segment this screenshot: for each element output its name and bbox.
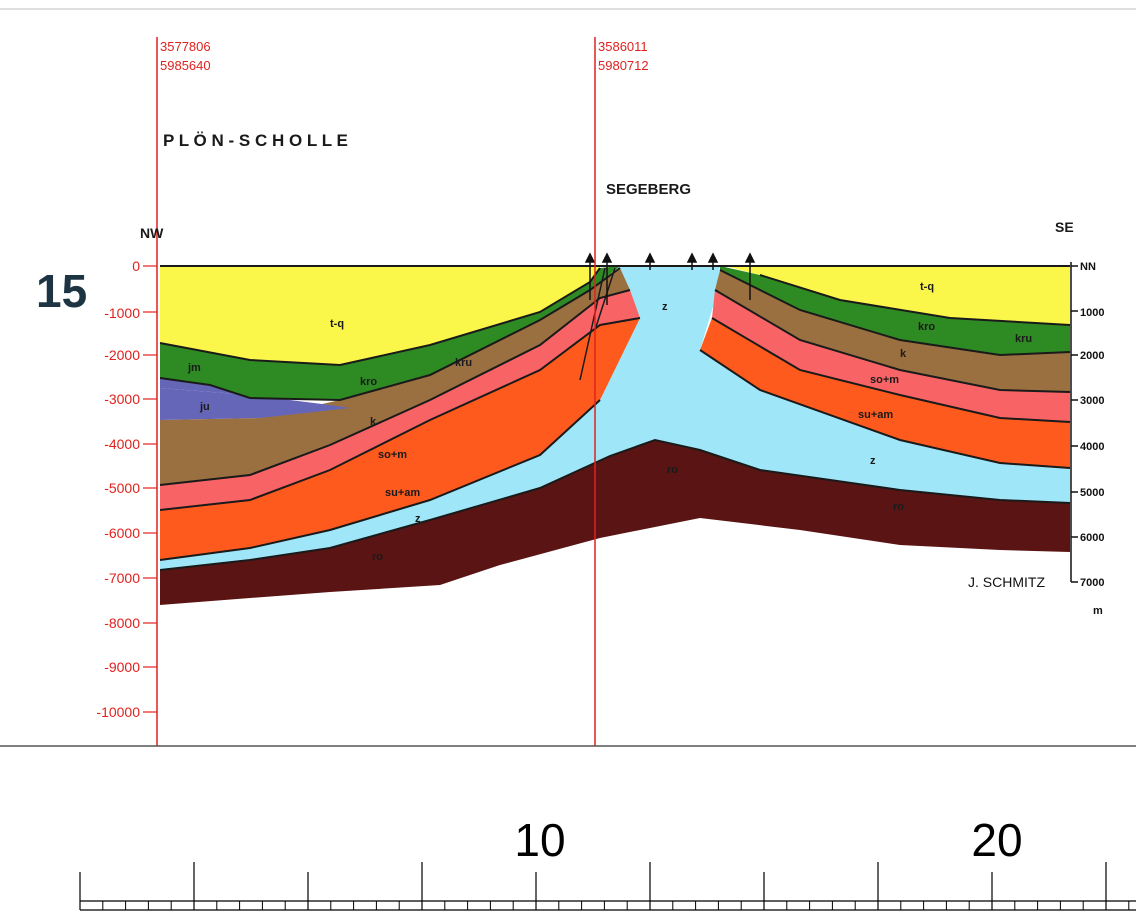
right-axis-label: 2000 bbox=[1080, 350, 1104, 362]
author-credit: J. SCHMITZ bbox=[968, 574, 1045, 590]
depth-label: 0 bbox=[132, 258, 140, 274]
layer-label-ro-right: ro bbox=[893, 501, 904, 513]
layer-label-som-left: so+m bbox=[378, 449, 407, 461]
left-depth-axis: 0 -1000 -2000 -3000 -4000 -5000 -6000 -7… bbox=[96, 258, 157, 720]
layer-label-z-top: z bbox=[662, 301, 668, 313]
layer-label-k-right: k bbox=[900, 348, 907, 360]
layer-label-suam-right: su+am bbox=[858, 409, 893, 421]
layer-label-z-right: z bbox=[870, 455, 876, 467]
orientation-right: SE bbox=[1055, 219, 1074, 235]
layer-label-ro-center: ro bbox=[667, 464, 678, 476]
layer-label-som-right: so+m bbox=[870, 374, 899, 386]
right-depth-axis: NN 1000 2000 3000 4000 5000 6000 7000 m bbox=[1070, 261, 1104, 617]
layer-boundaries bbox=[159, 265, 1071, 571]
layer-tq bbox=[160, 266, 1070, 365]
section-title: P L Ö N - S C H O L L E bbox=[163, 131, 348, 150]
depth-label: -3000 bbox=[104, 391, 140, 407]
depth-label: -1000 bbox=[104, 305, 140, 321]
right-axis-label: 4000 bbox=[1080, 441, 1104, 453]
orientation-left: NW bbox=[140, 225, 164, 241]
depth-label: -4000 bbox=[104, 436, 140, 452]
layer-label-tq-left: t-q bbox=[330, 318, 344, 330]
depth-label: -10000 bbox=[96, 704, 140, 720]
layer-su-am bbox=[160, 318, 1070, 560]
km-scale-bar: 10 20 bbox=[79, 814, 1136, 911]
right-axis-label: NN bbox=[1080, 261, 1096, 273]
depth-label: -7000 bbox=[104, 570, 140, 586]
right-axis-label: 7000 bbox=[1080, 577, 1104, 589]
marker-left-northing: 5985640 bbox=[160, 58, 211, 73]
layer-label-ro-left: ro bbox=[372, 551, 383, 563]
place-name: SEGEBERG bbox=[606, 181, 691, 198]
layer-k bbox=[160, 268, 1070, 485]
depth-label: -2000 bbox=[104, 347, 140, 363]
layer-label-kru-left: kru bbox=[455, 357, 472, 369]
depth-label: -8000 bbox=[104, 615, 140, 631]
layer-label-jm: jm bbox=[187, 362, 201, 374]
layer-label-ju: ju bbox=[199, 401, 210, 413]
layer-label-k-left: k bbox=[370, 416, 377, 428]
marker-center-northing: 5980712 bbox=[598, 58, 649, 73]
scale-label-10: 10 bbox=[514, 814, 565, 866]
right-axis-label: 5000 bbox=[1080, 487, 1104, 499]
layer-so-m bbox=[160, 290, 1070, 510]
fault-arrows bbox=[584, 252, 756, 305]
layer-label-kro-right: kro bbox=[918, 321, 935, 333]
layer-label-kru-right: kru bbox=[1015, 333, 1032, 345]
marker-left-easting: 3577806 bbox=[160, 39, 211, 54]
right-axis-label: 3000 bbox=[1080, 395, 1104, 407]
scale-label-20: 20 bbox=[971, 814, 1022, 866]
layer-kr bbox=[160, 266, 1070, 400]
layer-label-suam-left: su+am bbox=[385, 487, 420, 499]
layer-label-z-left: z bbox=[415, 513, 421, 525]
layer-z bbox=[160, 266, 1070, 570]
right-axis-label: 6000 bbox=[1080, 532, 1104, 544]
sheet-number: 15 bbox=[36, 265, 87, 317]
marker-center-easting: 3586011 bbox=[598, 39, 648, 54]
layer-ro bbox=[160, 440, 1070, 605]
depth-label: -5000 bbox=[104, 480, 140, 496]
depth-label: -9000 bbox=[104, 659, 140, 675]
layer-label-kro-left: kro bbox=[360, 376, 377, 388]
layer-label-tq-right: t-q bbox=[920, 281, 934, 293]
right-axis-label: 1000 bbox=[1080, 307, 1104, 319]
right-axis-unit: m bbox=[1093, 605, 1103, 617]
depth-label: -6000 bbox=[104, 525, 140, 541]
